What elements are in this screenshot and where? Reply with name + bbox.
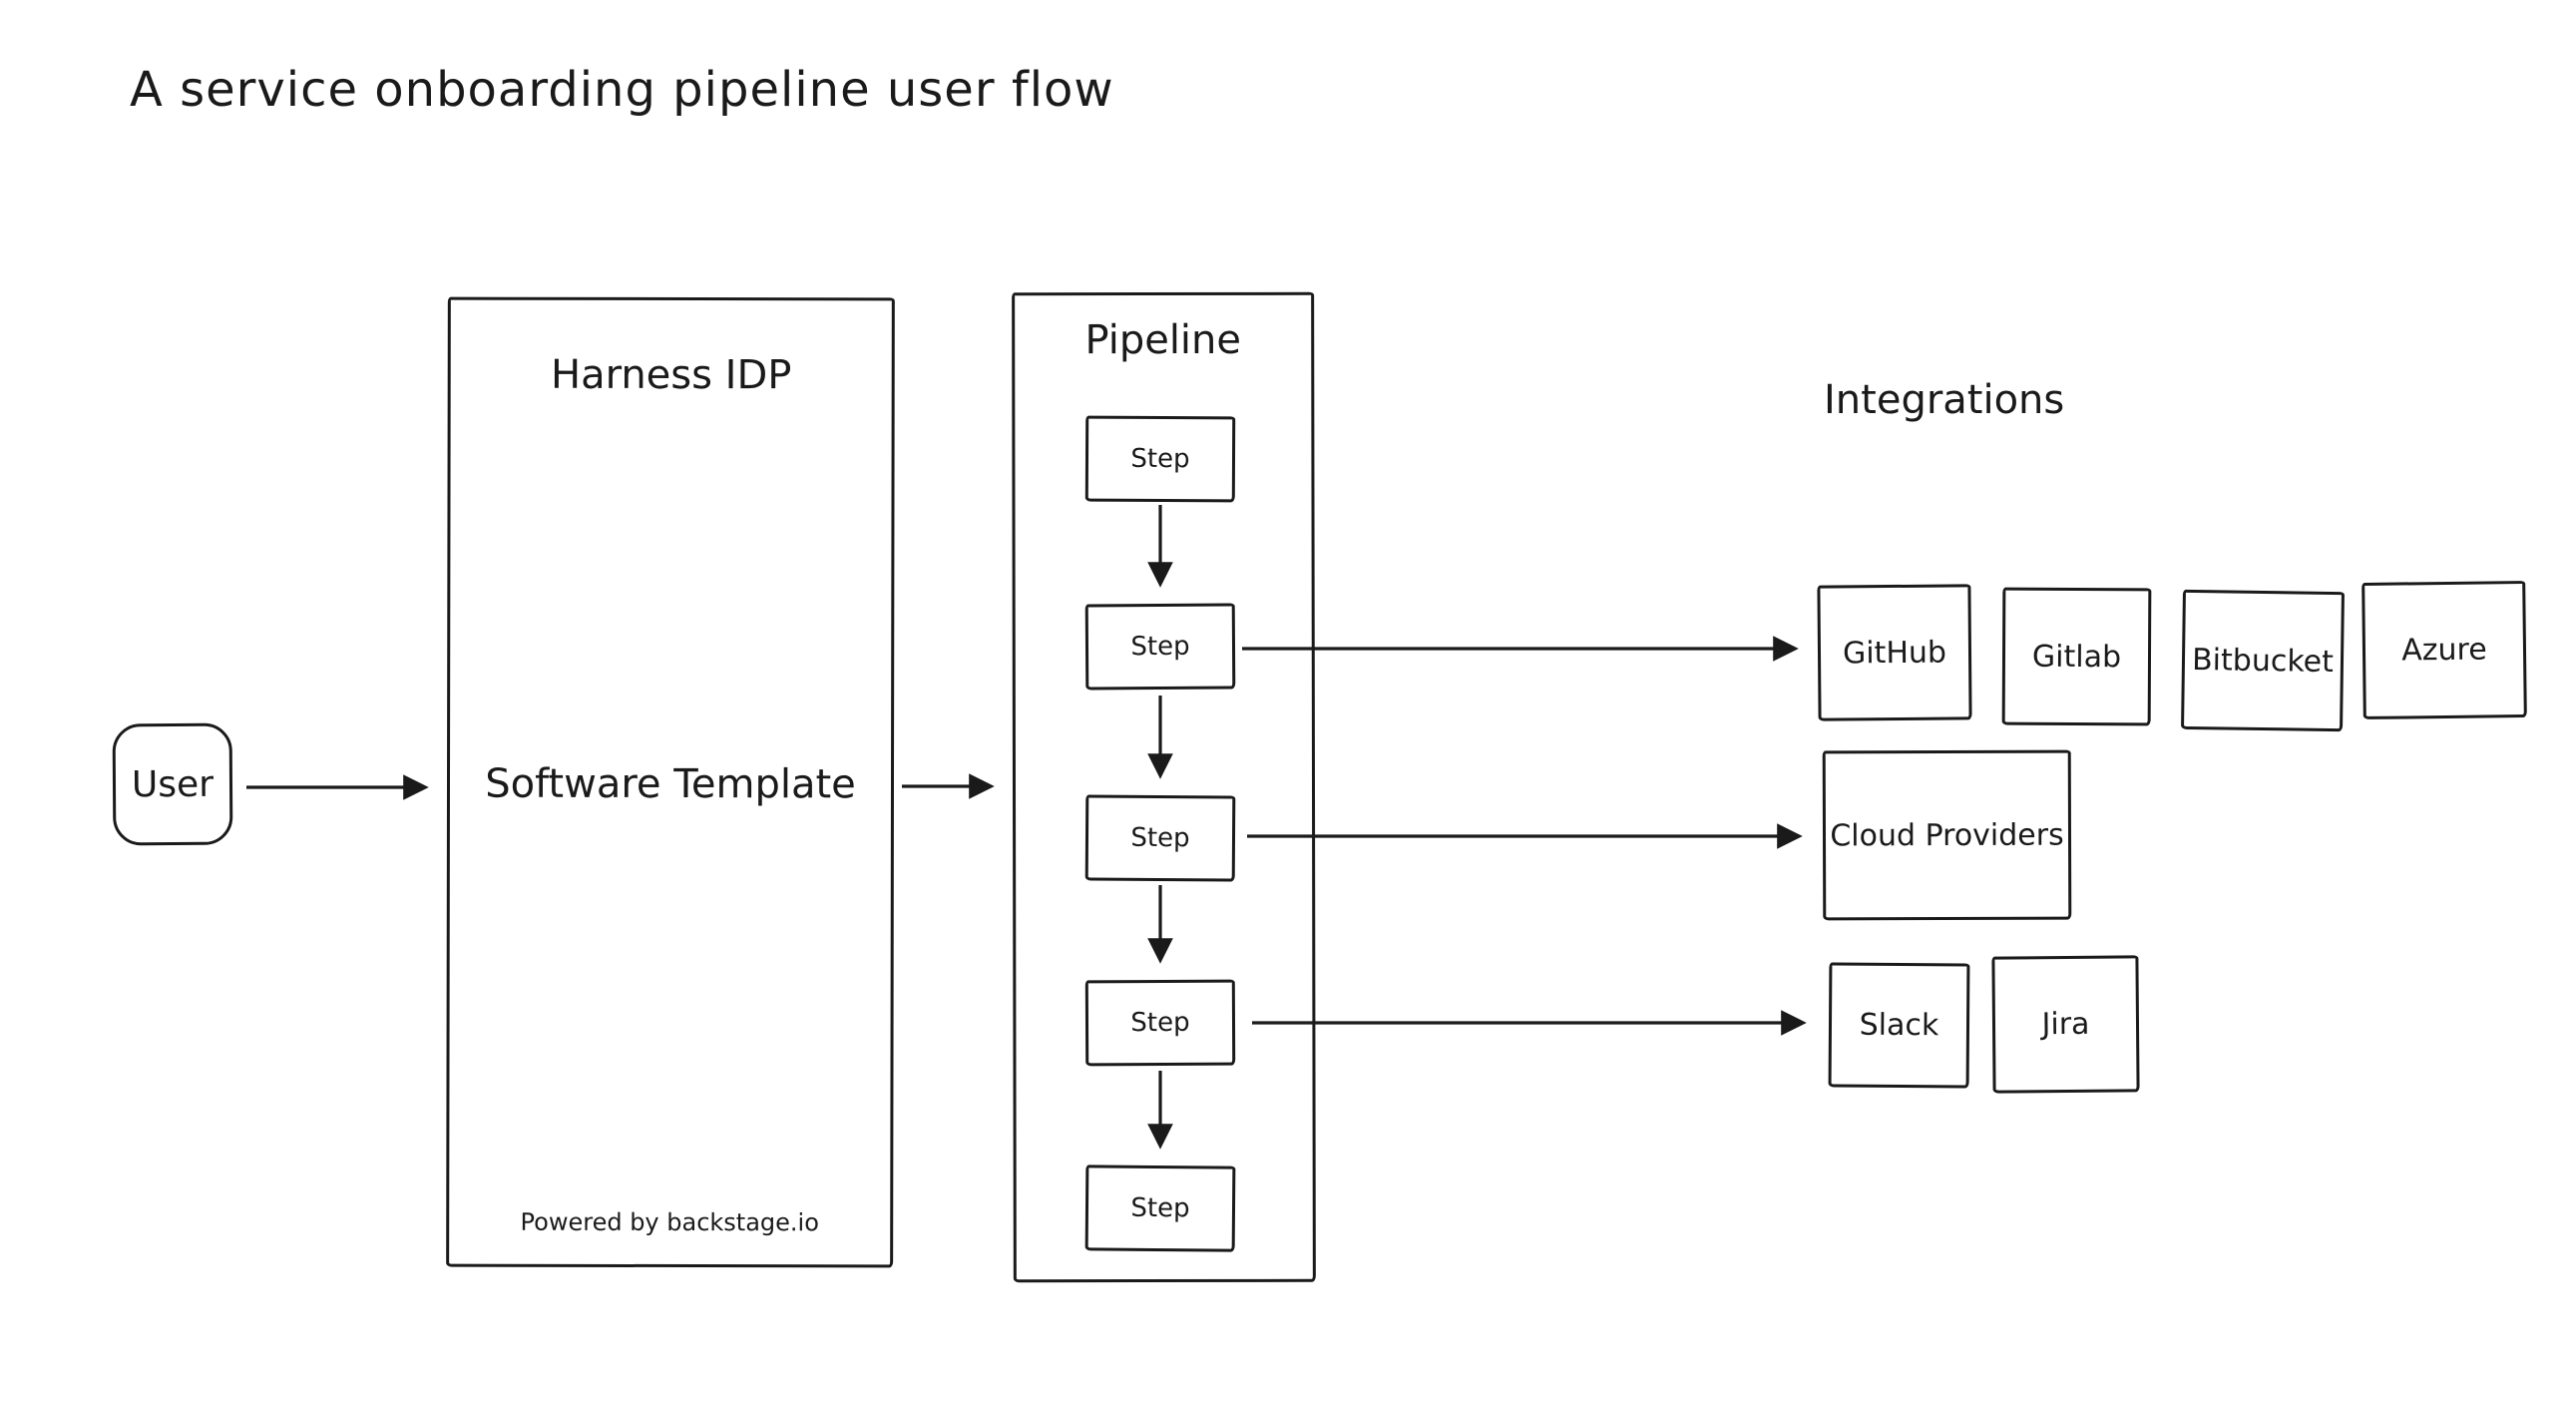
pipeline-step-3[interactable]: Step [1084, 794, 1236, 882]
pipeline-title: Pipeline [1084, 316, 1242, 364]
pipeline-step-2-label: Step [1130, 631, 1190, 663]
integration-bitbucket[interactable]: Bitbucket [2181, 589, 2345, 732]
pipeline-step-5-label: Step [1130, 1192, 1190, 1224]
software-template-label: Software Template [485, 760, 856, 808]
integration-bitbucket-label: Bitbucket [2191, 642, 2335, 680]
pipeline-step-3-label: Step [1130, 822, 1190, 854]
integration-gitlab[interactable]: Gitlab [2001, 587, 2152, 726]
user-node[interactable]: User [112, 722, 233, 846]
integrations-title: Integrations [1824, 377, 2065, 423]
integration-jira-label: Jira [2041, 1006, 2090, 1043]
pipeline-step-4[interactable]: Step [1084, 979, 1236, 1067]
diagram-title: A service onboarding pipeline user flow [130, 62, 1114, 118]
pipeline-step-5[interactable]: Step [1084, 1165, 1236, 1252]
integration-azure[interactable]: Azure [2361, 581, 2527, 719]
integration-gitlab-label: Gitlab [2031, 639, 2122, 675]
pipeline-step-2[interactable]: Step [1084, 603, 1236, 691]
integration-slack-label: Slack [1859, 1007, 1939, 1044]
user-node-label: User [131, 763, 215, 805]
integration-azure-label: Azure [2401, 632, 2487, 669]
pipeline-step-1[interactable]: Step [1084, 415, 1236, 503]
harness-idp-frame[interactable]: Harness IDP Software Template Powered by… [446, 296, 895, 1268]
integration-github[interactable]: GitHub [1817, 584, 1972, 721]
integration-github-label: GitHub [1842, 635, 1947, 671]
integration-slack[interactable]: Slack [1828, 962, 1970, 1089]
pipeline-step-1-label: Step [1130, 443, 1190, 475]
harness-idp-title: Harness IDP [550, 351, 792, 399]
powered-by-backstage-label: Powered by backstage.io [520, 1207, 819, 1237]
integration-jira[interactable]: Jira [1991, 955, 2140, 1094]
integration-cloud-providers-label: Cloud Providers [1830, 817, 2064, 853]
pipeline-step-4-label: Step [1130, 1007, 1190, 1039]
integration-cloud-providers[interactable]: Cloud Providers [1822, 749, 2072, 921]
